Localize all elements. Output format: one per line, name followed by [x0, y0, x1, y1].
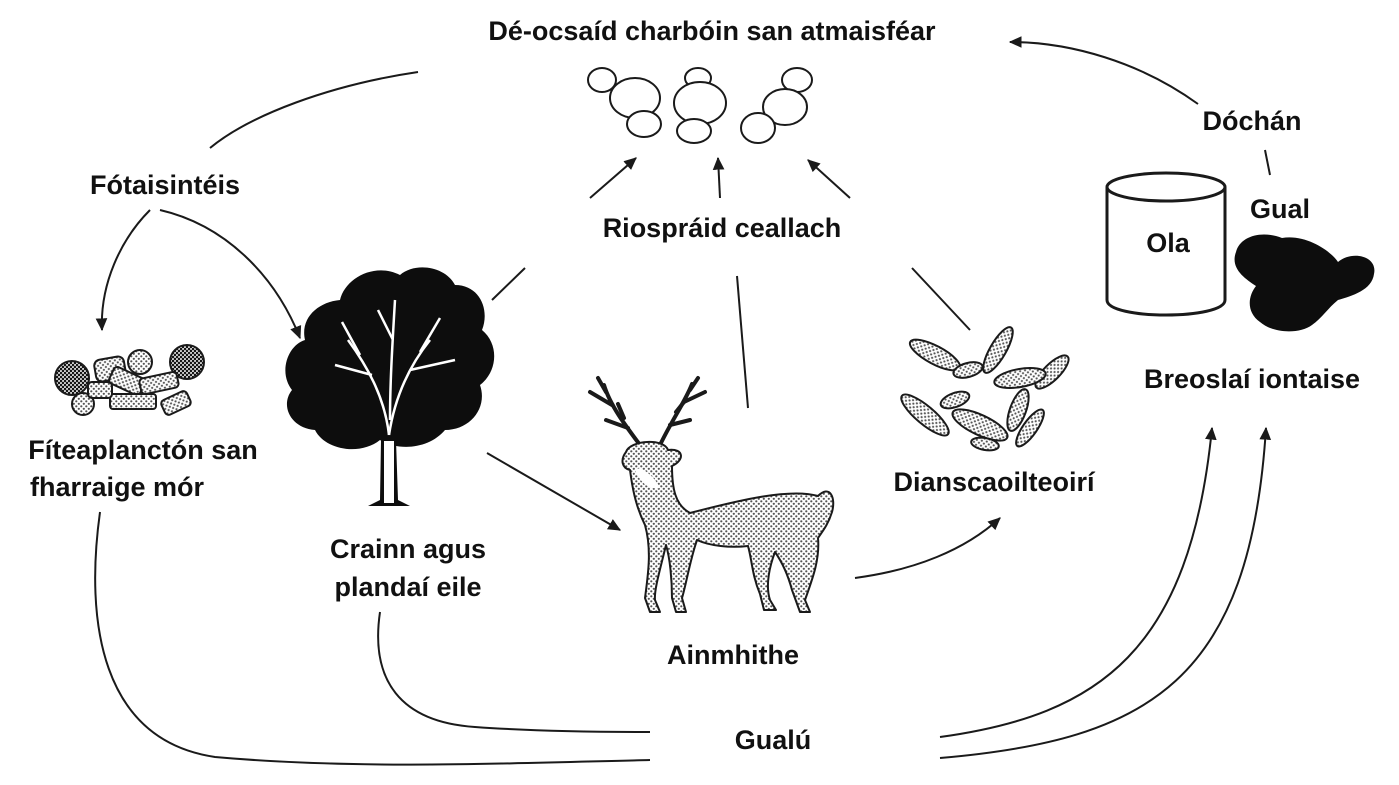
label-trees-line-2: plandaí eile	[334, 572, 481, 602]
decomposers-icon	[896, 323, 1073, 452]
arrow-trees-to-animals	[487, 453, 620, 530]
label-combustion: Dóchán	[1202, 106, 1301, 136]
label-atmosphere: Dé-ocsaíd charbóin san atmaisféar	[488, 16, 936, 46]
coal-lump-icon	[1235, 234, 1375, 331]
line-animals-to-respiration	[737, 276, 748, 408]
co2-molecules-icon	[588, 68, 812, 143]
tree-icon	[285, 267, 494, 506]
label-animals: Ainmhithe	[667, 640, 799, 670]
arrow-animals-to-decomposers	[855, 518, 1000, 578]
label-coal: Gual	[1250, 194, 1310, 224]
label-trees-line-1: Crainn agus	[330, 534, 486, 564]
arrow-atmosphere-to-photosynthesis	[210, 72, 418, 148]
label-phytoplankton-line-2: fharraige mór	[30, 472, 205, 502]
phytoplankton-icon	[55, 345, 204, 416]
label-phytoplankton-line-1: Fíteaplanctón san	[28, 435, 258, 465]
label-fossil-fuels: Breoslaí iontaise	[1144, 364, 1360, 394]
label-oil: Ola	[1146, 228, 1191, 258]
line-trees-to-respiration	[492, 268, 525, 300]
arrow-respiration-to-co2-right	[808, 160, 850, 198]
arrow-respiration-to-co2-left	[590, 158, 636, 198]
arrow-combustion-to-atmosphere	[1010, 42, 1198, 104]
label-photosynthesis: Fótaisintéis	[90, 170, 240, 200]
line-trees-to-carbonisation	[378, 612, 650, 732]
line-fossil-fuels-to-combustion	[1265, 150, 1270, 175]
line-decomposers-to-respiration	[912, 268, 970, 330]
arrow-photosynthesis-to-phytoplankton	[102, 210, 150, 330]
label-carbonisation: Gualú	[735, 725, 812, 755]
label-respiration: Riospráid ceallach	[603, 213, 842, 243]
arrow-respiration-to-co2-middle	[718, 158, 720, 198]
label-decomposers: Dianscaoilteoirí	[893, 467, 1096, 497]
arrow-photosynthesis-to-trees	[160, 210, 300, 338]
deer-icon	[590, 378, 833, 612]
